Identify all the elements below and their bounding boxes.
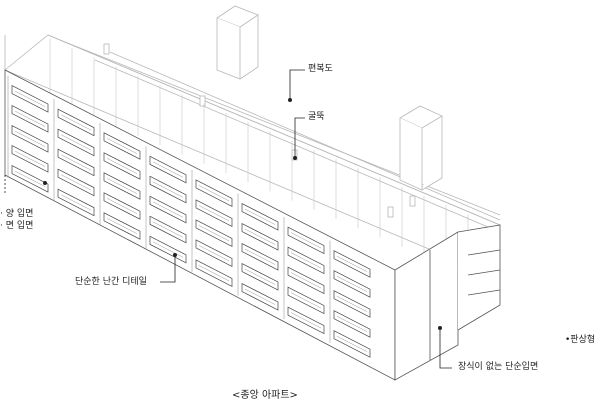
railing-line — [336, 296, 368, 312]
railing-line — [152, 181, 184, 198]
railing-line — [14, 90, 46, 107]
railing-line — [106, 218, 138, 234]
railing-line — [14, 130, 46, 147]
label-railing: 단순한 난간 디테일 — [75, 277, 147, 287]
label-corridor: 편복도 — [308, 64, 333, 74]
railing-line — [244, 288, 276, 305]
railing-line — [60, 194, 92, 211]
diagram-caption: <종앙 아파트> — [232, 390, 298, 401]
railing-line — [336, 336, 368, 352]
railing-line — [60, 154, 92, 171]
railing-line — [152, 201, 184, 218]
railing-line — [106, 198, 138, 214]
railing-line — [336, 276, 368, 292]
leader-side — [439, 328, 452, 369]
chimney-4 — [387, 206, 394, 218]
railing-line — [336, 316, 368, 332]
railing-line — [106, 138, 138, 154]
railing-line — [60, 114, 92, 131]
railing-line — [198, 185, 230, 202]
leader-corridor — [289, 69, 305, 100]
railing-line — [290, 232, 322, 249]
railing-line — [244, 248, 276, 265]
railing-line — [152, 161, 184, 178]
railing-line — [60, 174, 92, 191]
chimney-2 — [199, 95, 206, 107]
railing-line — [198, 225, 230, 242]
railing-line — [14, 110, 46, 127]
railing-line — [152, 241, 184, 258]
railing-line — [198, 265, 230, 282]
label-pillar: 굴뚝 — [308, 112, 325, 122]
railing-line — [336, 256, 368, 272]
railing-line — [290, 292, 322, 309]
leader-pillar — [294, 117, 305, 158]
railing-line — [290, 312, 322, 329]
railing-line — [198, 205, 230, 222]
railing-line — [290, 252, 322, 269]
label-side-facade: 장식이 없는 단순입면 — [458, 362, 539, 372]
railing-line — [106, 158, 138, 174]
railing-line — [106, 178, 138, 194]
railing-line — [152, 221, 184, 238]
chimney-5 — [409, 195, 416, 207]
railing-line — [290, 272, 322, 289]
railing-line — [14, 150, 46, 167]
railing-line — [244, 268, 276, 285]
railing-line — [198, 245, 230, 262]
side-facade — [394, 231, 459, 381]
railing-line — [244, 228, 276, 245]
leader-railing — [160, 255, 176, 283]
railing-line — [14, 170, 46, 187]
label-front-facade-1: · 양 입면 — [0, 209, 34, 219]
railing-line — [60, 134, 92, 151]
label-front-facade-2: · 면 입면 — [0, 221, 34, 231]
railing-line — [244, 208, 276, 225]
chimney-1 — [103, 43, 110, 55]
label-right-note: •판상형 — [565, 335, 596, 345]
